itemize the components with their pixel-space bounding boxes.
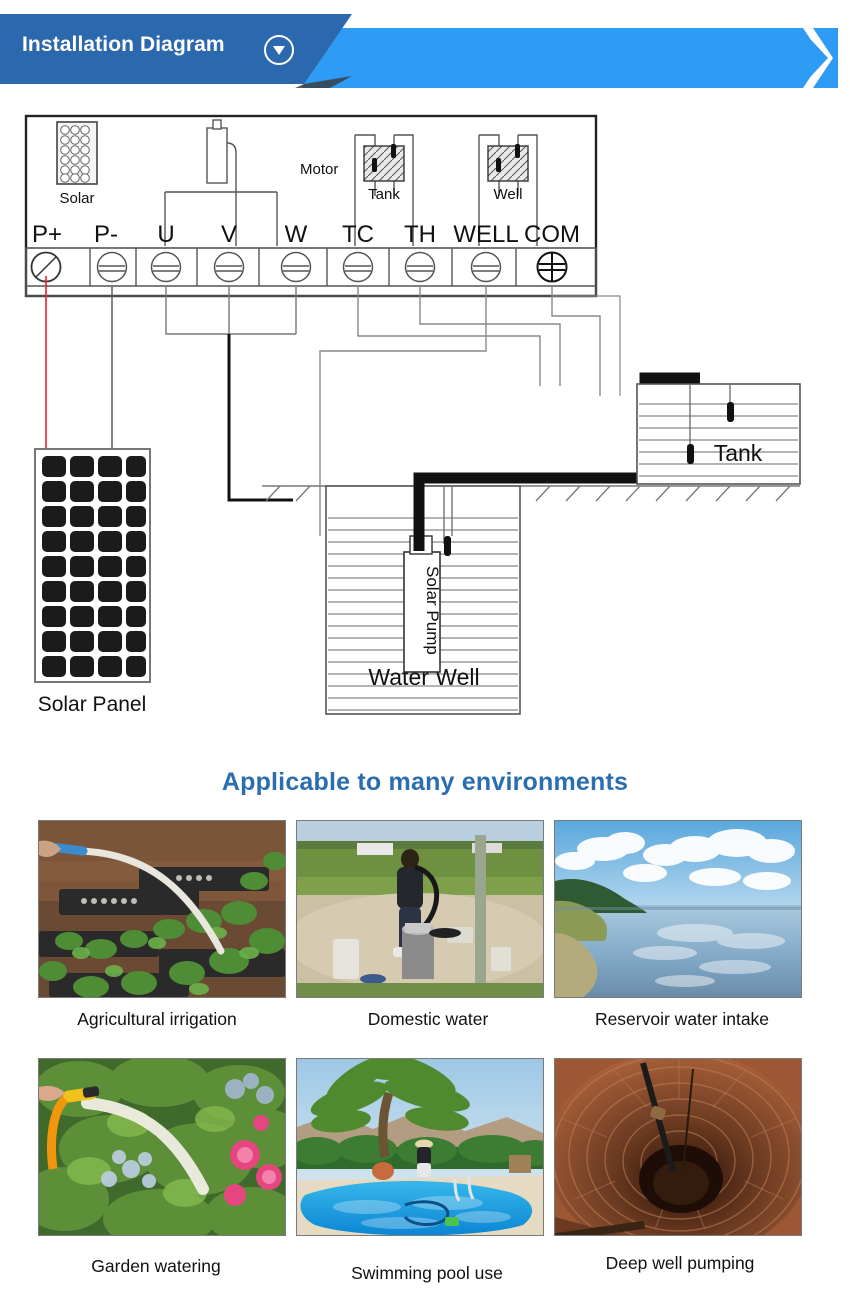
well-float-switch-icon [478, 134, 538, 246]
terminal-label-6: TH [404, 221, 436, 248]
environment-caption: Swimming pool use [351, 1263, 503, 1283]
banner-fold-shadow [295, 76, 352, 88]
banner-dark-ribbon [0, 14, 352, 84]
environment-caption: Reservoir water intake [594, 1009, 770, 1029]
man-at-borehole-photo [296, 820, 544, 998]
environments-row: Agricultural irrigation [0, 820, 850, 1058]
terminal-screw-row [30, 248, 568, 286]
symbol-label-tank: Tank [368, 186, 400, 203]
tank-float-switch-icon [354, 134, 414, 246]
environments-row: Garden watering [0, 1058, 850, 1296]
well-level-sensor [443, 486, 453, 556]
environment-card[interactable]: Domestic water [296, 820, 544, 1030]
symbol-label-motor: Motor [300, 161, 338, 178]
label-tank: Tank [714, 440, 763, 466]
terminal-label-0: P+ [32, 221, 62, 248]
banner-chevrons [757, 28, 838, 88]
terminal-label-1: P- [94, 221, 118, 248]
seedling-trays-watering-photo [38, 820, 286, 998]
symbol-label-well: Well [494, 186, 523, 203]
terminal-label-5: TC [342, 221, 374, 248]
diagram-canvas: Solar Motor [24, 114, 801, 716]
reservoir-lake-photo [554, 820, 802, 998]
environment-card[interactable]: Swimming pool use [296, 1058, 544, 1283]
wire-well [319, 286, 487, 536]
label-solar-pump: Solar Pump [423, 566, 442, 655]
swimming-pool-palm-photo [296, 1058, 544, 1236]
environment-caption: Deep well pumping [605, 1253, 755, 1273]
symbol-label-solar: Solar [59, 190, 94, 207]
terminal-label-7: WELL [453, 221, 518, 248]
terminal-label-4: W [285, 221, 308, 248]
environment-card[interactable]: Agricultural irrigation [38, 820, 286, 1030]
terminal-label-2: U [157, 221, 174, 248]
banner-title: Installation Diagram [22, 33, 225, 56]
banner-light-ribbon [302, 28, 828, 88]
header-banner: Installation Diagram [0, 0, 850, 88]
wire-com [551, 286, 601, 396]
environments-grid: Agricultural irrigation [0, 820, 850, 1296]
terminal-label-3: V [221, 221, 237, 248]
solar-panel-graphic [34, 448, 151, 683]
cable-to-pump [227, 334, 293, 502]
wire-tc [357, 286, 541, 386]
brick-deep-well-photo [554, 1058, 802, 1236]
label-solar-panel: Solar Panel [38, 693, 147, 716]
terminal-label-8: COM [524, 221, 580, 248]
wire-th [419, 286, 561, 386]
environment-caption: Domestic water [367, 1009, 489, 1029]
installation-diagram: Solar Motor [0, 96, 850, 736]
wire-com-branch [552, 295, 621, 396]
environment-card[interactable]: Garden watering [38, 1058, 286, 1276]
motor-icon [164, 119, 278, 246]
tank-graphic [636, 383, 801, 485]
environment-card[interactable]: Deep well pumping [554, 1058, 802, 1273]
solar-cell-grid-icon [56, 121, 98, 185]
wire-phase-u [165, 286, 296, 335]
environment-card[interactable]: Reservoir water intake [554, 820, 802, 1030]
environment-caption: Agricultural irrigation [77, 1009, 237, 1029]
terminal-labels: P+ P- U V W TC TH WELL COM [32, 221, 580, 248]
garden-hose-flowers-photo [38, 1058, 286, 1236]
controller-enclosure [24, 114, 598, 298]
section-title: Applicable to many environments [221, 768, 629, 796]
tank-level-sensors [687, 384, 734, 464]
environment-caption: Garden watering [91, 1256, 221, 1276]
chevron-down-circle-icon [264, 35, 294, 65]
